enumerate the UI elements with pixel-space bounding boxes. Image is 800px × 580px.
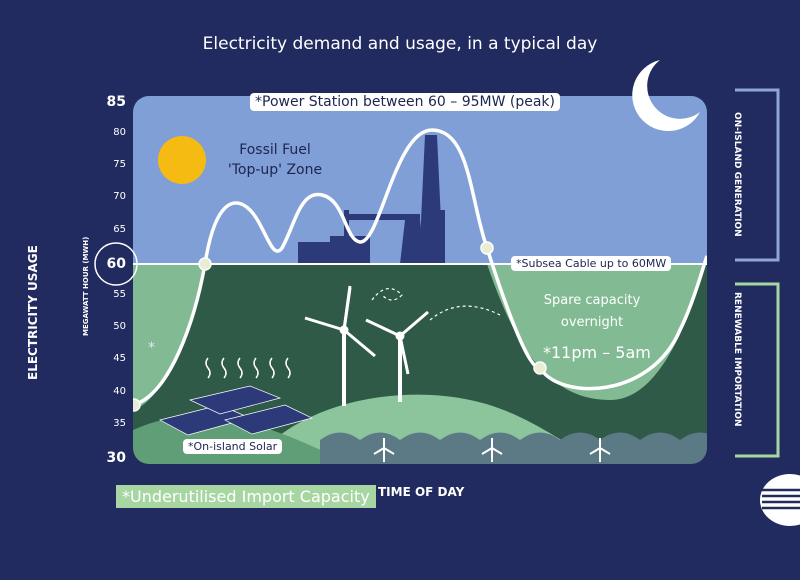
bracket-generation-label: ON-ISLAND GENERATION bbox=[732, 112, 742, 237]
wind-turbine-icon bbox=[304, 285, 376, 406]
overnight-time: *11pm – 5am bbox=[543, 343, 651, 362]
curve-point bbox=[480, 241, 494, 255]
y-tick: 60 bbox=[106, 256, 126, 272]
y-tick: 50 bbox=[113, 321, 126, 332]
underutilised-area bbox=[133, 264, 205, 410]
y-tick: 85 bbox=[106, 94, 126, 110]
subsea-cable-label: *Subsea Cable up to 60MW bbox=[511, 256, 672, 271]
power-station-icon bbox=[298, 135, 445, 264]
heat-waves bbox=[205, 357, 291, 379]
fossil-line2: 'Top-up' Zone bbox=[227, 162, 323, 178]
fossil-zone-label: Fossil Fuel 'Top-up' Zone bbox=[205, 140, 345, 180]
peak-label: *Power Station between 60 – 95MW (peak) bbox=[250, 93, 561, 111]
curve-point bbox=[198, 257, 212, 271]
y-axis-sublabel: MEGAWATT HOUR (MWH) bbox=[82, 236, 90, 336]
solar-panel-icon bbox=[159, 385, 314, 436]
y-tick: 30 bbox=[106, 450, 126, 466]
y-tick: 65 bbox=[113, 224, 126, 235]
y-axis-label: ELECTRICITY USAGE bbox=[26, 245, 40, 380]
solar-label: *On-island Solar bbox=[183, 439, 283, 454]
bracket-import-label: RENEWABLE IMPORTATION bbox=[732, 292, 742, 427]
y-tick: 45 bbox=[113, 353, 126, 364]
offshore-turbines bbox=[373, 438, 611, 462]
y-tick: 55 bbox=[113, 289, 126, 300]
curve-point bbox=[533, 361, 547, 375]
spare-line1: Spare capacity bbox=[543, 293, 641, 308]
y-tick: 70 bbox=[113, 191, 126, 202]
logo-icon bbox=[760, 474, 800, 526]
curve-point bbox=[133, 398, 141, 412]
fossil-line1: Fossil Fuel bbox=[239, 142, 311, 158]
demand-curve bbox=[133, 128, 707, 407]
y-tick: 75 bbox=[113, 159, 126, 170]
y-tick: 80 bbox=[113, 127, 126, 138]
moon-icon bbox=[632, 60, 700, 132]
spare-line2: overnight bbox=[560, 315, 624, 330]
sun-icon bbox=[158, 136, 206, 184]
asterisk-marker: * bbox=[148, 340, 155, 356]
y-tick: 35 bbox=[113, 418, 126, 429]
underutilised-label: *Underutilised Import Capacity bbox=[116, 485, 376, 508]
bracket-import bbox=[735, 282, 780, 458]
wind-turbine-icon bbox=[365, 310, 429, 402]
page-title: Electricity demand and usage, in a typic… bbox=[202, 34, 598, 54]
x-axis-label: TIME OF DAY bbox=[378, 485, 465, 499]
spare-capacity-label: Spare capacity overnight bbox=[522, 290, 662, 334]
threshold-marker bbox=[94, 242, 138, 286]
sea bbox=[320, 432, 707, 464]
bracket-generation bbox=[735, 88, 780, 262]
y-tick: 40 bbox=[113, 386, 126, 397]
wind-lines bbox=[371, 288, 501, 321]
